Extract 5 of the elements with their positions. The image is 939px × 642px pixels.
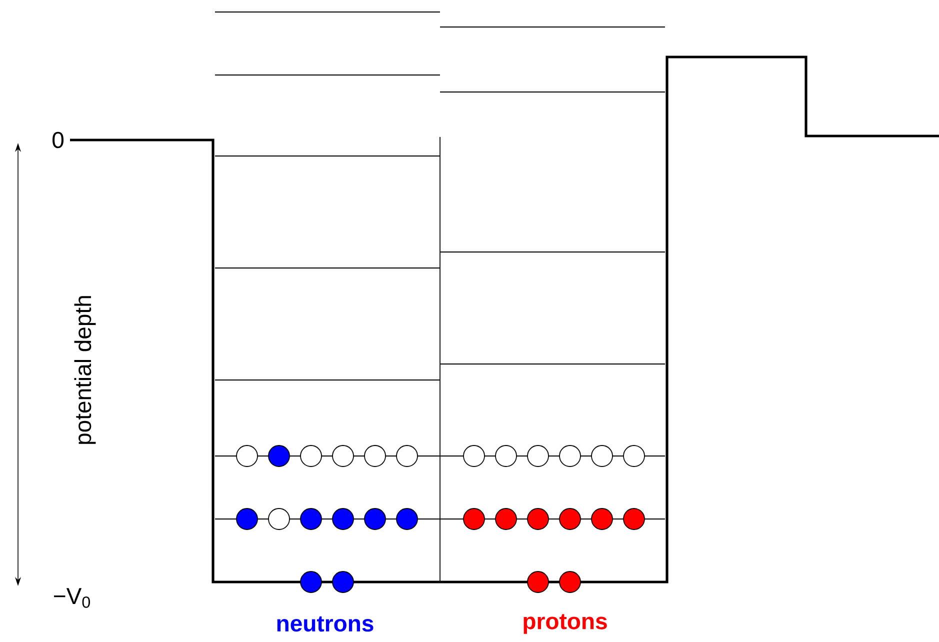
legend-text: protons [524, 614, 607, 634]
axis-label: potential depth [74, 296, 96, 444]
legend-text: neutrons [277, 616, 374, 632]
axis-label: 0 [52, 132, 64, 148]
axis-label: −V$_{0}$ [54, 588, 90, 608]
